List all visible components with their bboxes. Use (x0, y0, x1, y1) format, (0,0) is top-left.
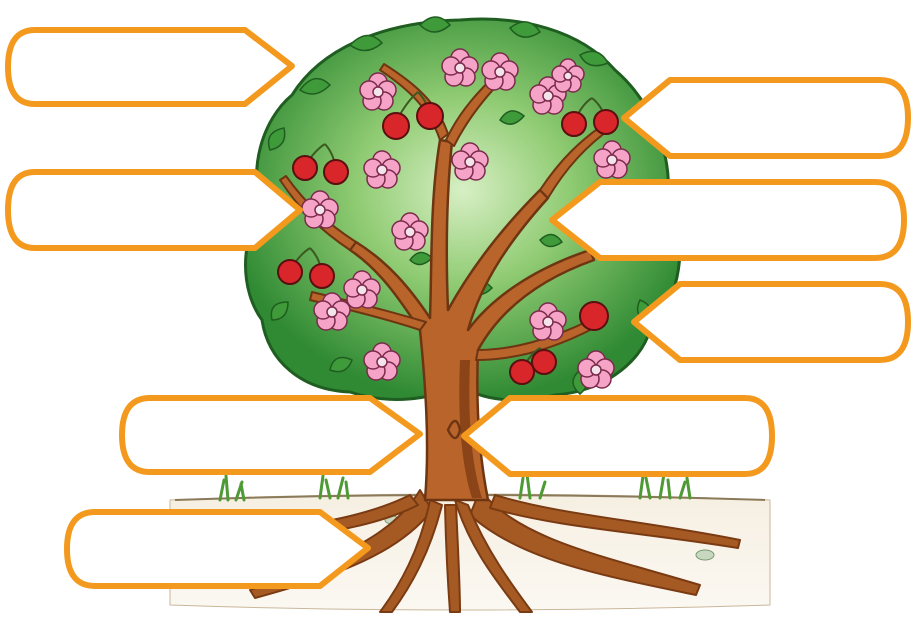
cherry (580, 302, 608, 330)
cherry (324, 160, 348, 184)
callout-upper-middle-right[interactable] (552, 182, 904, 258)
cherry (532, 350, 556, 374)
callout-middle-left[interactable] (8, 172, 300, 248)
callout-bottom-left-upper[interactable] (122, 398, 420, 472)
cherry (310, 264, 334, 288)
callout-lower-middle-right[interactable] (634, 284, 908, 360)
callout-bottom-right[interactable] (464, 398, 772, 474)
cherry (594, 110, 618, 134)
cherry (293, 156, 317, 180)
cherry (383, 113, 409, 139)
cherry (417, 103, 443, 129)
cherry (278, 260, 302, 284)
cherry (562, 112, 586, 136)
callout-top-right[interactable] (624, 80, 908, 156)
cherry (510, 360, 534, 384)
callout-top-left[interactable] (8, 30, 292, 104)
callout-bottom-left-lower[interactable] (67, 512, 368, 586)
